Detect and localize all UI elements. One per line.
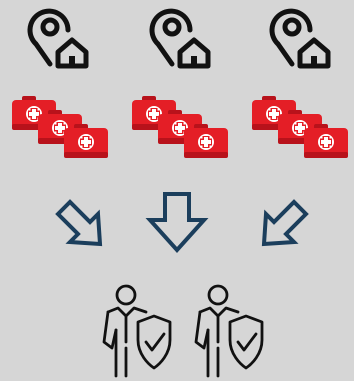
home-location-pin-icon (26, 6, 90, 70)
protected-person-shield-icon (186, 282, 270, 378)
protected-person-shield-icon (94, 282, 178, 378)
first-aid-kit-group (132, 96, 232, 162)
arrow-down-icon (144, 190, 210, 256)
arrow-down-left-icon (248, 194, 314, 260)
home-location-pin-icon (268, 6, 332, 70)
arrow-down-right-icon (50, 194, 116, 260)
first-aid-kit-group (252, 96, 352, 162)
home-location-pin-icon (148, 6, 212, 70)
first-aid-kit-group (12, 96, 112, 162)
